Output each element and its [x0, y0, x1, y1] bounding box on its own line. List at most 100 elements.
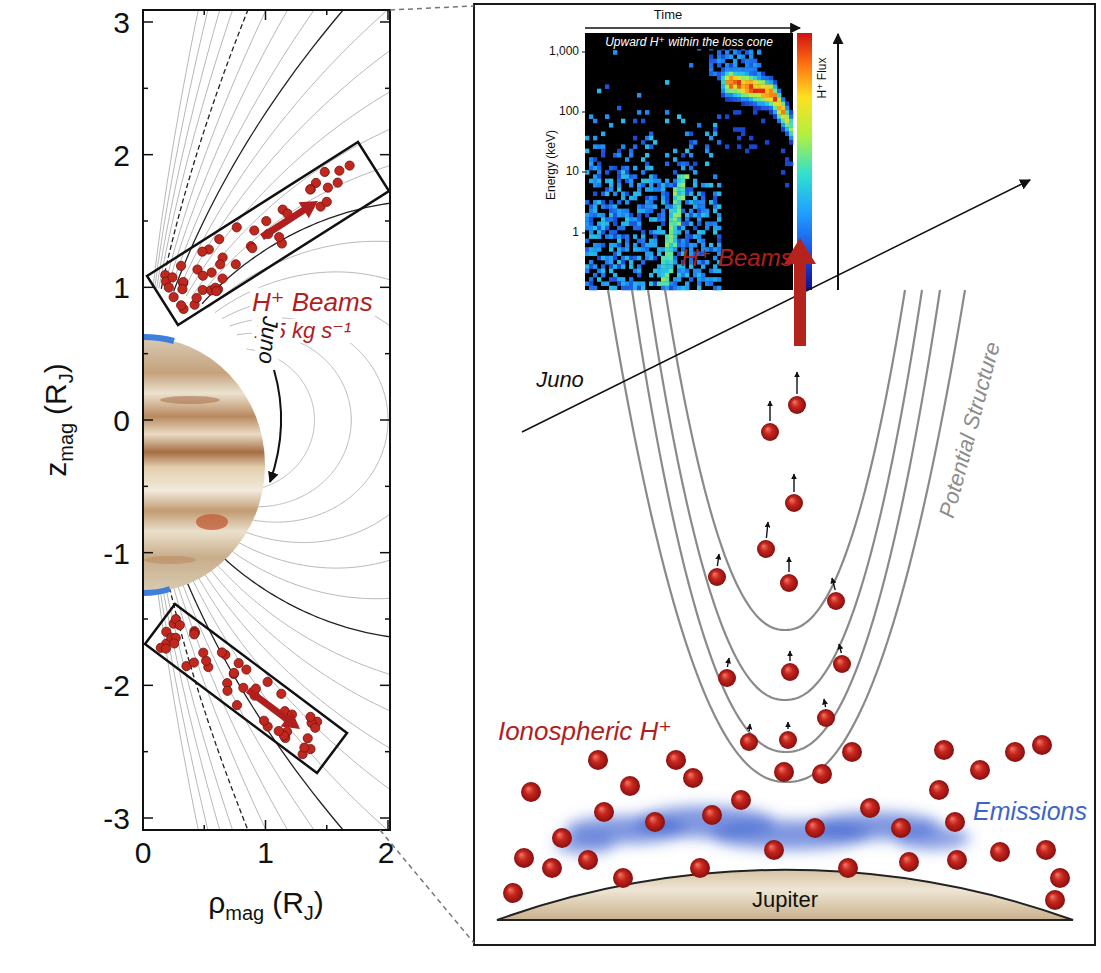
spectrogram-cell: [709, 200, 713, 205]
spectrogram-cell: [701, 273, 705, 278]
spectrogram-cell: [693, 204, 697, 209]
zoom-panel: [474, 4, 1095, 945]
spectrogram-cell: [629, 217, 633, 222]
spectrogram-cell: [677, 196, 681, 201]
spectrogram-cell: [725, 50, 729, 55]
spectrogram-cell: [785, 102, 789, 107]
spectrogram-cell: [637, 264, 641, 269]
spectrogram-cell: [717, 59, 721, 64]
spectrogram-cell: [637, 217, 641, 222]
spectrogram-cell: [689, 191, 693, 196]
spectrogram-cell: [777, 93, 781, 98]
ionospheric-ion: [934, 740, 954, 760]
spectrogram-cell: [637, 213, 641, 218]
spectrogram-cell: [637, 183, 641, 188]
spectrogram-cell: [769, 106, 773, 111]
spectrogram-cell: [665, 273, 669, 278]
spectrogram-cell: [621, 209, 625, 214]
spectrogram-cell: [753, 89, 757, 94]
ionospheric-ion: [731, 790, 751, 810]
spectrogram-cell: [601, 264, 605, 269]
spectrogram-cell: [765, 80, 769, 85]
spectrogram-cell: [585, 136, 589, 141]
spectrogram-cell: [585, 221, 589, 226]
spectrogram-cell: [733, 97, 737, 102]
spectrogram-cell: [641, 243, 645, 248]
spectrogram-cell: [717, 76, 721, 81]
spectrogram-cell: [749, 136, 753, 141]
spectrogram-cell: [617, 200, 621, 205]
spectrogram-cell: [593, 286, 597, 291]
spectrogram-cell: [681, 196, 685, 201]
tick-mark: [265, 820, 267, 830]
accelerated-ion: [718, 658, 736, 687]
spectrogram-cell: [701, 200, 705, 205]
spectrogram-cell: [613, 234, 617, 239]
spectrogram-cell: [745, 50, 749, 55]
spectrogram-cell: [649, 179, 653, 184]
spectrogram-cell: [681, 119, 685, 124]
spectrogram-cell: [597, 89, 601, 94]
axis-tick-label: 2: [113, 138, 130, 171]
ion-ball: [780, 574, 798, 592]
spectrogram-cell: [721, 72, 725, 77]
spectrogram-cell: [665, 247, 669, 252]
spectrogram-cell: [617, 239, 621, 244]
spectrogram-cell: [613, 264, 617, 269]
spectrogram-cell: [633, 221, 637, 226]
spectrogram-cell: [661, 256, 665, 261]
beam-dot: [170, 639, 179, 648]
spectrogram-cell: [589, 247, 593, 252]
spectrogram-cell: [613, 243, 617, 248]
spectrogram-cell: [613, 230, 617, 235]
beam-dot: [198, 271, 207, 280]
beam-dot: [218, 274, 227, 283]
spectrogram-cell: [633, 256, 637, 261]
accelerated-ion: [757, 522, 775, 558]
ionospheric-ion: [899, 852, 919, 872]
ionospheric-ion: [552, 828, 572, 848]
spectrogram-cell: [689, 63, 693, 68]
spectrogram-cell: [685, 132, 689, 137]
spectrogram-cell: [693, 213, 697, 218]
spectrogram-cell: [681, 286, 685, 291]
beam-dot: [242, 665, 251, 674]
juno-label: Juno: [254, 313, 283, 367]
beam-direction-arrow: [246, 687, 300, 729]
spectrogram-cell: [665, 264, 669, 269]
spectrogram-cell: [597, 234, 601, 239]
tick-mark: [142, 820, 144, 830]
spectrogram-cell: [649, 144, 653, 149]
spectrogram-cell: [677, 264, 681, 269]
spectrogram-cell: [693, 196, 697, 201]
spectrogram-cell: [677, 243, 681, 248]
spectrogram-cell: [673, 183, 677, 188]
spectrogram-cell: [613, 277, 617, 282]
spectrogram-cell: [657, 226, 661, 231]
spectrogram-cell: [737, 76, 741, 81]
spectrogram-cell: [753, 80, 757, 85]
beam-dot: [275, 232, 284, 241]
spectrogram-cell: [625, 174, 629, 179]
spectrogram-cell: [781, 123, 785, 128]
beam-dot: [175, 621, 184, 630]
spectrogram-cell: [645, 204, 649, 209]
spectrogram-cell: [613, 166, 617, 171]
planet-label: Jupiter: [752, 888, 818, 912]
potential-contour: [665, 290, 905, 630]
spectrogram-cell: [629, 264, 633, 269]
ionospheric-ion: [578, 850, 598, 870]
spectrogram-cell: [713, 72, 717, 77]
tick-mark: [385, 618, 390, 620]
spectrogram-cell: [633, 174, 637, 179]
potential-contour: [608, 290, 965, 782]
spectrogram-cell: [689, 209, 693, 214]
spectrogram-cell: [729, 54, 733, 59]
y-axis-title: zmag(RJ): [39, 363, 77, 477]
spectrogram-cell: [733, 63, 737, 68]
spectrogram-cell: [745, 67, 749, 72]
spectrogram-cell: [665, 200, 669, 205]
spectrogram-cell: [693, 179, 697, 184]
spectrogram-cell: [633, 269, 637, 274]
spectrogram-cell: [753, 84, 757, 89]
